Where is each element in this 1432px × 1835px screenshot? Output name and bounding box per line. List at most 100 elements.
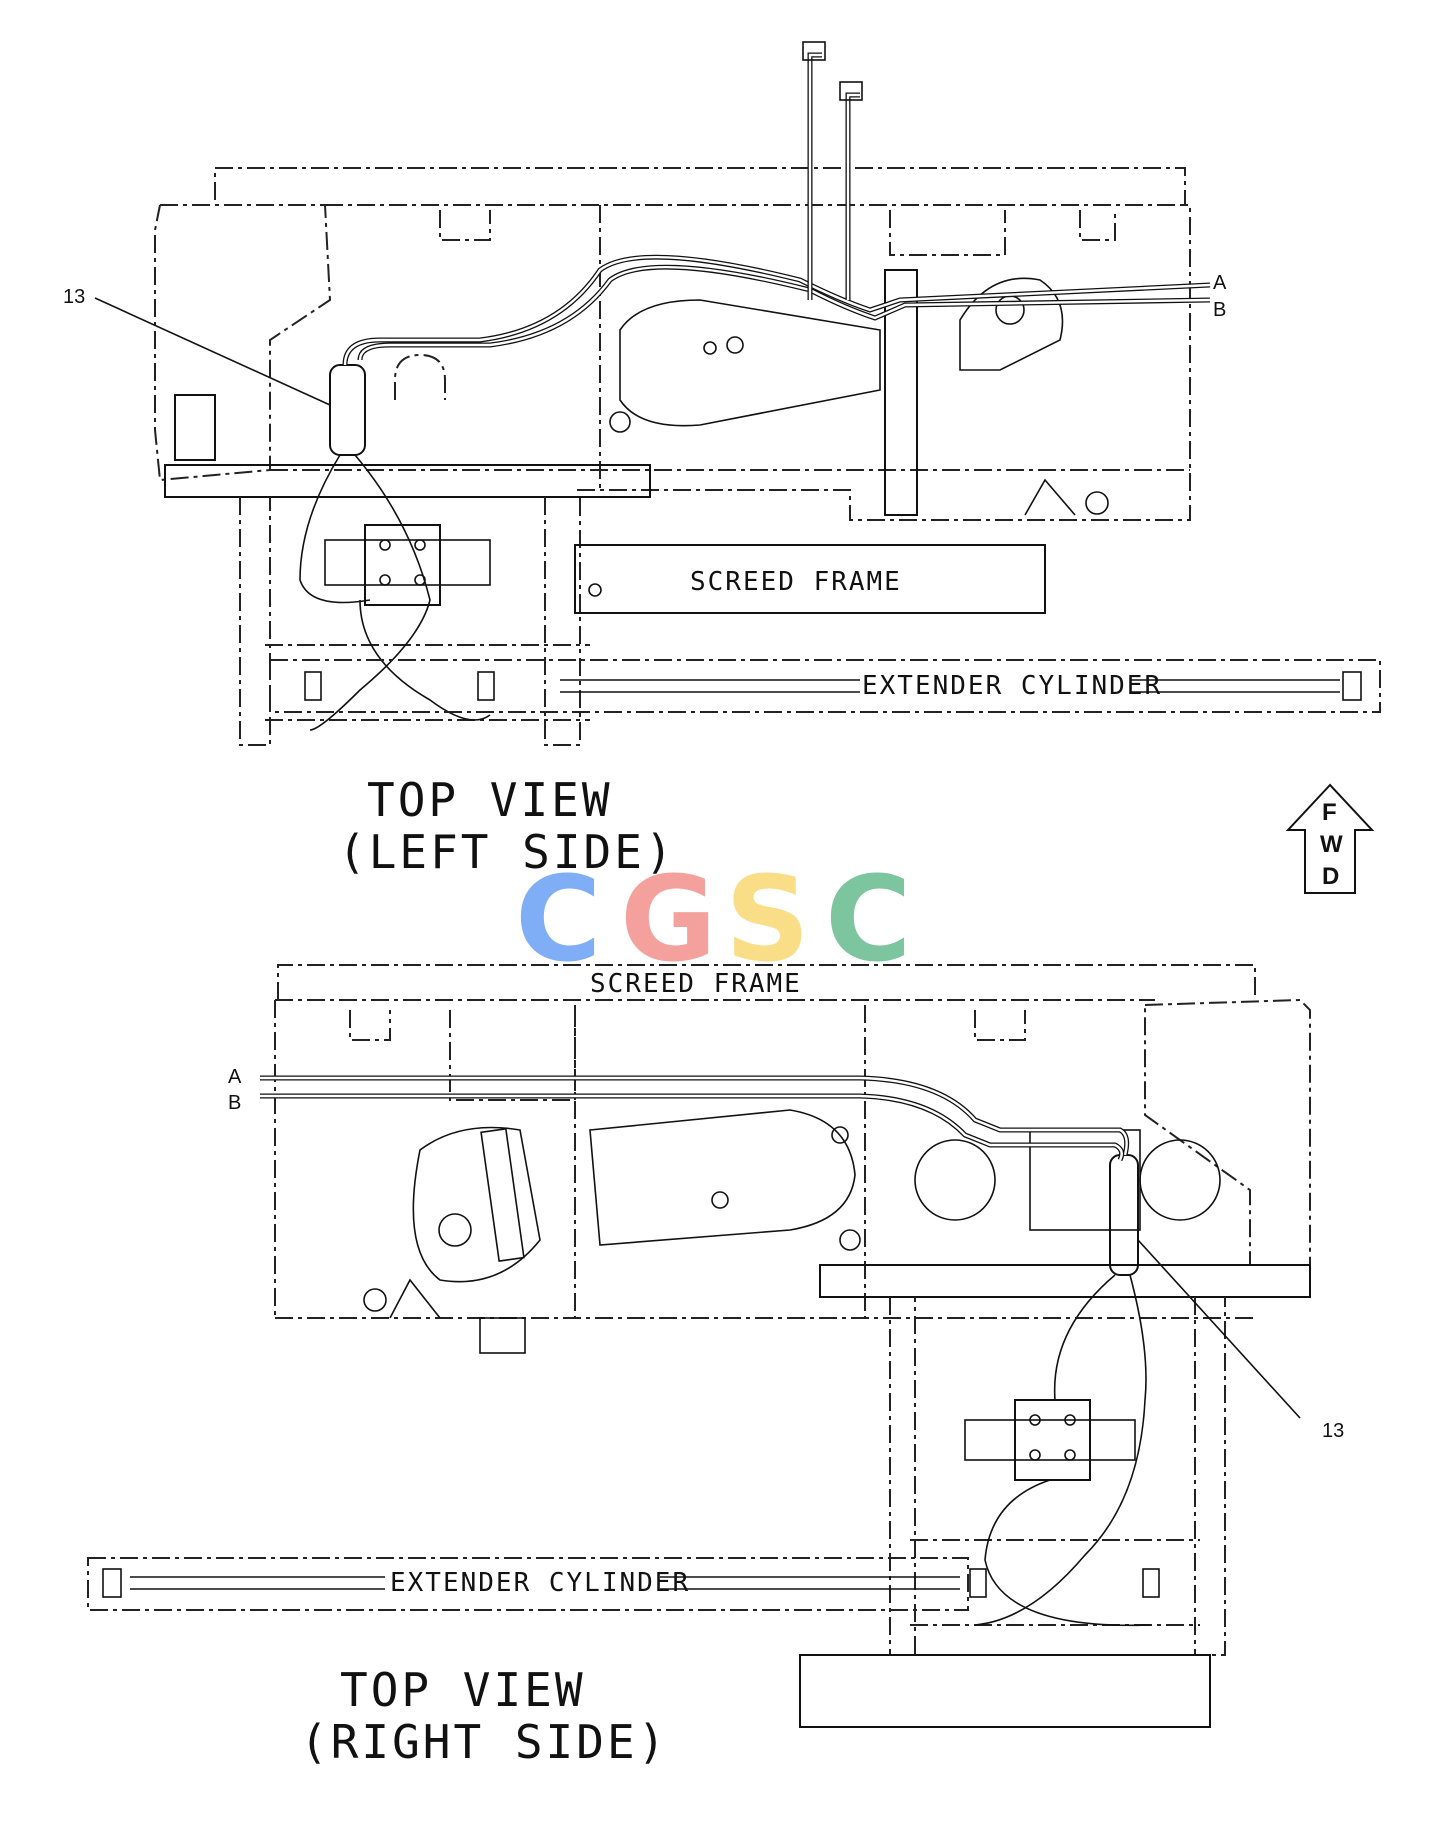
left-notch-1 [439,210,491,241]
fwd-letter-f: F [1322,799,1337,826]
right-notch-1 [349,1010,391,1041]
right-notch-3 [449,1010,576,1101]
watermark-letter-g: G [620,850,717,988]
right-view-title-line2: (RIGHT SIDE) [300,1715,668,1769]
left-port-fitting-2 [477,671,495,701]
right-line-b-label: B [228,1092,241,1114]
left-cross-beam [164,464,651,498]
right-lift-cylinder [589,1109,856,1246]
left-extender-cylinder-label: EXTENDER CYLINDER [862,671,1162,701]
left-elbow-fitting-1 [802,41,826,61]
fwd-letter-d: D [1322,863,1339,890]
left-line-b-label: B [1213,299,1226,321]
left-rod-end [1342,671,1362,701]
right-valve-port-2 [1064,1414,1076,1426]
right-valve-port-1 [1029,1414,1041,1426]
left-lift-cylinder [619,299,881,427]
right-extender-cylinder-outline [87,1557,969,1611]
right-outer-top [277,964,1256,1000]
left-view-title-line2: (LEFT SIDE) [338,825,676,879]
right-pivot [438,1213,472,1247]
right-triangle-bracket [389,1278,441,1319]
left-loop-hose-3 [359,599,491,721]
right-link-bar [480,1127,525,1262]
left-vertical-post [884,269,918,516]
left-bolt [609,411,631,433]
left-elbow-fitting-2 [839,81,863,101]
left-callout-13: 13 [63,286,85,308]
left-extender-cylinder-outline [269,659,1381,713]
fwd-letter-w: W [1320,831,1343,858]
left-pivot [995,295,1025,325]
left-valve-port-1 [379,539,391,551]
right-bolt [839,1229,861,1251]
left-screed-frame-box [574,544,1046,614]
left-vertical-tube-2 [845,92,860,300]
left-screed-hole [588,583,602,597]
right-component-13 [1109,1154,1139,1276]
right-valve-block [1014,1399,1091,1481]
left-port-fitting-1 [304,671,322,701]
right-round-cutout-2 [1139,1139,1221,1221]
cgsc-watermark: C G S C [515,850,912,988]
left-side-rail-2 [544,497,581,746]
right-line-a-label: A [228,1066,242,1088]
left-fitting [174,394,216,461]
left-loop-hose-1 [299,454,371,604]
top-view-left-side: SCREED FRAME EXTENDER CYLINDER 13 A B TO… [63,41,1381,879]
watermark-letter-c1: C [515,850,602,988]
left-loop-hose-2 [309,454,431,731]
right-side-rail-2 [1194,1297,1226,1656]
left-end-plate [154,204,332,482]
right-pin-2 [831,1126,849,1144]
left-outer-frame [214,167,1191,521]
left-valve-port-3 [379,574,391,586]
right-view-title-line1: TOP VIEW [340,1663,586,1717]
right-pivot-housing [412,1126,541,1283]
right-notch-2 [974,1010,1026,1041]
right-loop-hose-2 [974,1274,1147,1626]
right-valve-mount [964,1419,1136,1461]
left-notch-3 [889,210,1006,256]
right-callout-13: 13 [1322,1420,1344,1442]
left-notch-2 [1079,210,1116,241]
right-port-fitting-2 [1142,1568,1160,1598]
right-extender-cylinder-label: EXTENDER CYLINDER [390,1568,690,1598]
right-bottom-box [799,1654,1211,1728]
left-callout-leader [94,297,331,406]
right-side-rail-1 [889,1297,916,1656]
watermark-letter-c2: C [825,850,912,988]
right-lower-block [479,1317,526,1354]
left-view-title-line1: TOP VIEW [367,773,613,827]
fwd-arrow: F W D [1285,783,1375,894]
left-pin-2 [703,341,717,355]
left-screed-frame-label: SCREED FRAME [690,567,902,597]
left-hose-a [342,254,1211,366]
right-valve-port-4 [1064,1449,1076,1461]
right-end-plate [1144,998,1311,1266]
right-loop-hose-3 [984,1479,1151,1627]
left-triangle-bracket [1024,478,1076,516]
left-line-a-label: A [1213,272,1227,294]
top-view-right-side: EXTENDER CYLINDER SCREED FRAME 13 A B TO… [87,964,1344,1769]
right-valve-port-3 [1029,1449,1041,1461]
right-round-hole [363,1288,387,1312]
right-rod-end [102,1568,122,1598]
left-component-13 [329,364,366,456]
left-valve-port-2 [414,539,426,551]
fwd-arrow-shape [1285,783,1375,894]
left-side-rail-1 [239,497,271,746]
left-valve-mount [324,539,491,586]
right-cross-beam [819,1264,1311,1298]
left-u-slot [394,353,446,400]
right-loop-hose-1 [1053,1274,1116,1401]
right-callout-leader [1137,1239,1301,1419]
right-port-fitting-1 [969,1568,987,1598]
right-screed-frame-label: SCREED FRAME [590,969,802,999]
left-vertical-tube-1 [807,52,822,300]
left-round-hole [1085,491,1109,515]
right-round-cutout-1 [914,1139,996,1221]
right-pin-1 [711,1191,729,1209]
watermark-letter-s: S [725,850,810,988]
